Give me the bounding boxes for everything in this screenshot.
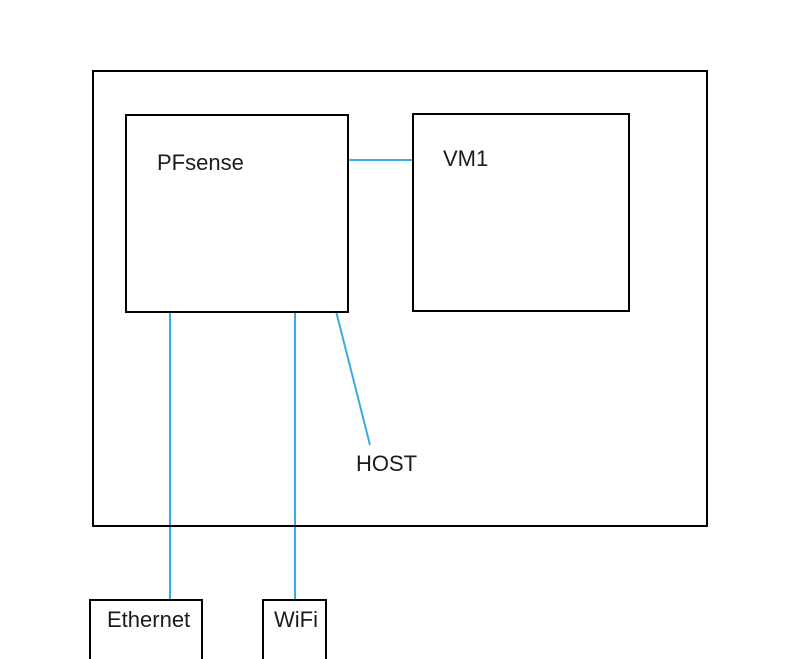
wifi-label: WiFi bbox=[274, 607, 318, 632]
host-label: HOST bbox=[356, 451, 418, 476]
ethernet-label: Ethernet bbox=[107, 607, 191, 632]
vm1-node: VM1 bbox=[412, 113, 630, 312]
vm1-label: VM1 bbox=[443, 146, 489, 171]
pfsense-label: PFsense bbox=[157, 150, 244, 175]
network-boundary-box bbox=[92, 70, 708, 527]
ethernet-node: Ethernet bbox=[89, 599, 203, 659]
connector-pfsense-host bbox=[335, 310, 371, 446]
pfsense-node: PFsense bbox=[125, 114, 349, 313]
wifi-node: WiFi bbox=[262, 599, 327, 659]
